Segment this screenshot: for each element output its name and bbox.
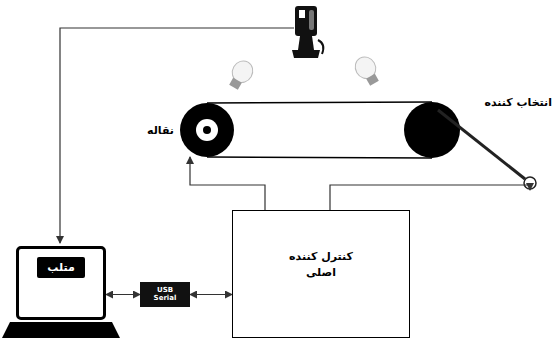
- left-roller: [180, 103, 234, 157]
- belt-top: [207, 102, 432, 103]
- left-roller-hub: [196, 119, 218, 141]
- laptop-screen: متلب: [16, 246, 106, 320]
- selector: انتخاب کننده: [456, 94, 554, 190]
- node-label: انتخاب کننده: [484, 96, 552, 109]
- camera: [292, 6, 323, 58]
- node-label: کنترل کننده اصلی: [280, 249, 362, 281]
- node-label: USB Serial: [146, 287, 184, 302]
- conveyor-roller: نقاله: [124, 103, 234, 157]
- connector: [106, 294, 140, 295]
- bulb-base: [366, 74, 379, 86]
- usb-serial-box: USB Serial: [140, 282, 190, 307]
- connector: [330, 185, 530, 210]
- laptop-base: [2, 322, 120, 338]
- belt-bottom: [207, 157, 432, 158]
- controller-box: کنترل کننده اصلی: [232, 210, 410, 338]
- light-bulb: [351, 53, 383, 88]
- camera-base: [292, 50, 320, 58]
- node-label: نقاله: [147, 124, 174, 137]
- left-roller-axle: [203, 126, 211, 134]
- selector-arm: [438, 110, 525, 179]
- camera-body: [295, 6, 317, 36]
- camera-lens: [298, 36, 314, 50]
- connector: [190, 294, 232, 295]
- camera-grip: [309, 10, 314, 30]
- node-label: متلب: [37, 257, 84, 278]
- right-roller: [404, 102, 460, 158]
- camera-window: [299, 10, 305, 18]
- connector: [190, 157, 265, 210]
- light-bulb: [225, 57, 257, 92]
- camera-cable: [318, 40, 323, 54]
- bulb-base: [229, 78, 242, 90]
